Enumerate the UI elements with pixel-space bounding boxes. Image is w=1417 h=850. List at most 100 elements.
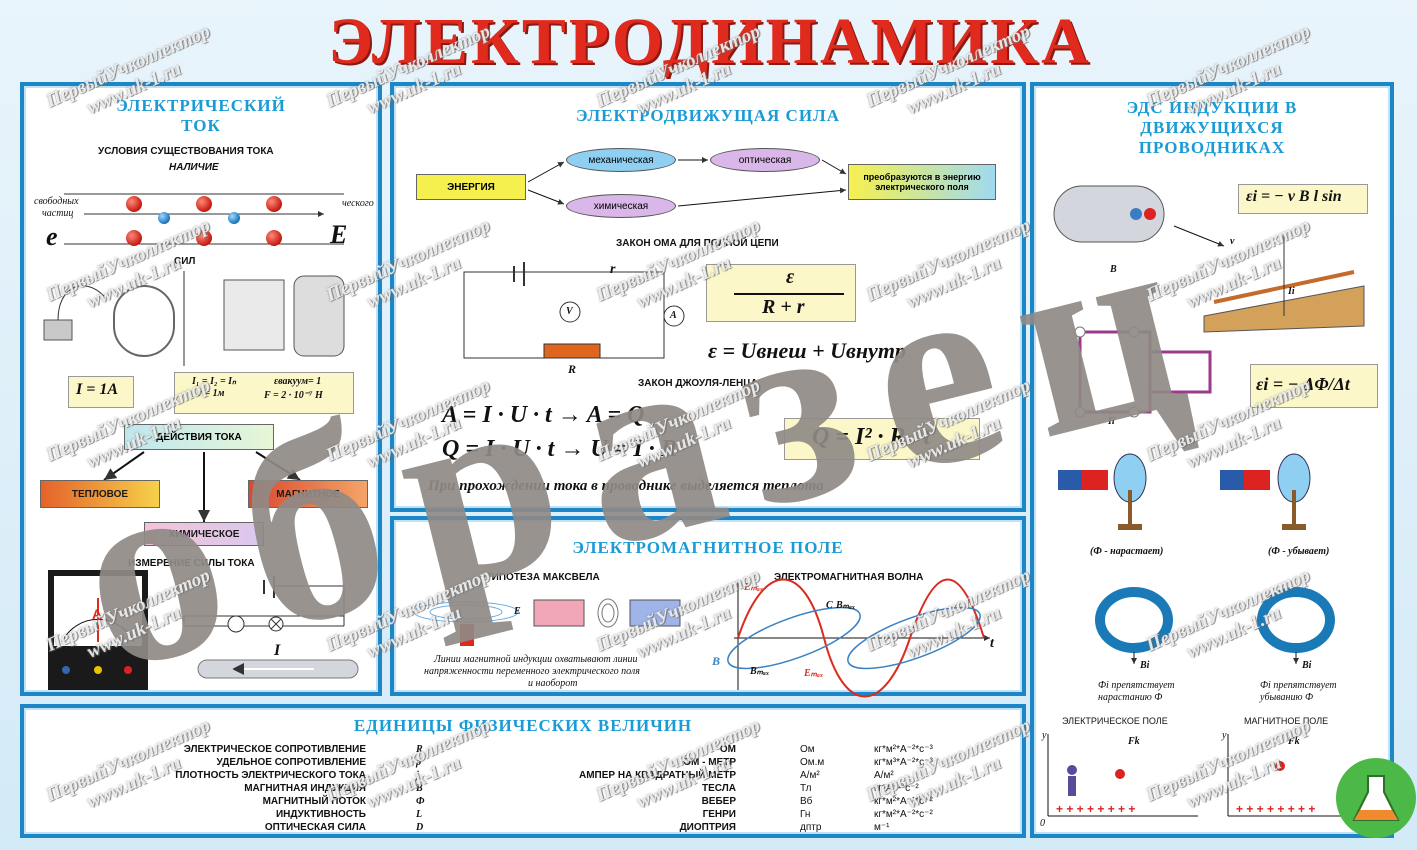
presence-label: НАЛИЧИЕ (169, 162, 219, 173)
maxwell-diagram (413, 598, 681, 646)
maxwell-E-label: E (514, 606, 521, 617)
wave-Emax-top: Eₘₐₓ (744, 582, 764, 593)
units-symbol-cell: L (416, 809, 423, 820)
wave-Emax-bottom: Eₘₐₓ (804, 668, 824, 679)
ammeter-diagram (48, 570, 359, 690)
joule-result-box (784, 418, 980, 460)
axis-y-right: y (1222, 730, 1227, 741)
particles-diagram (64, 193, 344, 246)
units-si-cell: м⁻¹ (874, 822, 890, 833)
prevents-fall-1: Фi препятствует (1260, 680, 1337, 691)
battery-circuits (43, 271, 345, 366)
force-partial-label: СИЛ (174, 256, 196, 267)
axis-y-left: y (1042, 730, 1047, 741)
resistor-R-label: R (568, 362, 577, 376)
internal-r-label: r (610, 262, 616, 277)
units-quantity-cell: ПЛОТНОСТЬ ЭЛЕКТРИЧЕСКОГО ТОКА (175, 770, 366, 781)
joule-heading: ЗАКОН ДЖОУЛЯ-ЛЕНЦА (638, 378, 758, 389)
units-si-cell: А/м² (874, 770, 894, 781)
ohm-law-heading: ЗАКОН ОМА ДЛЯ ПОЛНОЙ ЦЕПИ (616, 238, 779, 249)
joule-conclusion: При прохождении тока в проводнике выделя… (428, 478, 824, 494)
panel-em-field: ЭЛЕКТРОМАГНИТНОЕ ПОЛЕ ГИПОТЕЗА МАКСВЕЛА … (390, 516, 1026, 698)
magnetic-field-heading: МАГНИТНОЕ ПОЛЕ (1244, 716, 1329, 726)
field-plus-row-left: + + + + + + + + (1056, 802, 1136, 816)
em-wave-diagram (727, 578, 990, 698)
field-plus-row-right: + + + + + + + + (1236, 802, 1316, 816)
loop-current-label: Ii (1108, 416, 1115, 427)
prevents-growth-1: Фi препятствует (1098, 680, 1175, 691)
coil-Bi-right: Bi (1302, 660, 1312, 671)
thermal-action-box: ТЕПЛОВОЕ (40, 480, 160, 508)
induction-title-line3: ПРОВОДНИКАХ (1138, 138, 1286, 157)
fk-right: Fk (1288, 736, 1300, 747)
current-title-line2: ТОК (181, 116, 221, 135)
conditions-heading: УСЛОВИЯ СУЩЕСТВОВАНИЯ ТОКА (98, 146, 274, 157)
wave-C: C (826, 600, 833, 611)
wave-B: B (712, 654, 721, 668)
ammeter-letter: A (92, 606, 103, 622)
axis-zero: 0 (1040, 818, 1045, 829)
maxwell-caption-3: и наоборот (528, 678, 578, 689)
units-si-cell: кг*м²*А⁻²*с⁻³ (874, 744, 933, 755)
units-symbol-cell: B (416, 783, 423, 794)
induction-formula-box-1 (1238, 184, 1368, 214)
flux-growing-label: (Ф - нарастает) (1090, 546, 1164, 557)
chemical-oval: химическая (566, 194, 676, 218)
units-symbol-cell: R (416, 744, 423, 755)
prevents-fall-2: убыванию Ф (1260, 692, 1314, 703)
wave-Bmax-bottom: Bₘₐₓ (750, 666, 770, 677)
chemical-action-box: ХИМИЧЕСКОЕ (144, 522, 264, 546)
units-abbr-cell: Гн (800, 809, 811, 820)
coil-Bi-left: Bi (1140, 660, 1150, 671)
units-unit-cell: ДИОПТРИЯ (679, 822, 736, 833)
units-si-cell: кг*А⁻¹*с⁻² (874, 783, 919, 794)
transform-line1: преобразуются в энергию (863, 172, 981, 182)
units-quantity-cell: ИНДУКТИВНОСТЬ (275, 809, 366, 820)
induction-title-line2: ДВИЖУЩИХСЯ (1140, 118, 1284, 137)
units-unit-cell: ОМ - МЕТР (683, 757, 736, 768)
formula-epsilon-vacuum: εвакуум= 1 (274, 376, 322, 387)
units-quantity-cell: МАГНИТНЫЙ ПОТОК (262, 796, 366, 807)
electric-partial-label: ческого (342, 198, 374, 209)
transform-box: преобразуются в энергию электрического п… (848, 164, 996, 200)
magnetic-action-box: МАГНИТНОЕ (248, 480, 368, 508)
induced-current-label: Ii (1288, 286, 1295, 297)
energy-arrows (527, 157, 847, 207)
formula-series-currents: I₁ = I₂ = Iₙ (192, 376, 237, 387)
panel-units: ЕДИНИЦЫ ФИЗИЧЕСКИХ ВЕЛИЧИН ЭЛЕКТРИЧЕСКОЕ… (20, 704, 1026, 838)
em-field-title: ЭЛЕКТРОМАГНИТНОЕ ПОЛЕ (572, 538, 844, 557)
units-quantity-cell: УДЕЛЬНОЕ СОПРОТИВЛЕНИЕ (216, 757, 366, 768)
units-quantity-cell: ЭЛЕКТРИЧЕСКОЕ СОПРОТИВЛЕНИЕ (183, 744, 366, 755)
units-abbr-cell: Тл (800, 783, 812, 794)
fk-left: Fk (1128, 736, 1140, 747)
field-B-label: B (1110, 264, 1117, 275)
current-title-line1: ЭЛЕКТРИЧЕСКИЙ (116, 96, 286, 115)
symbol-e: e (46, 222, 58, 251)
optical-oval: оптическая (710, 148, 820, 172)
units-quantity-cell: МАГНИТНАЯ ИНДУКЦИЯ (244, 783, 366, 794)
moving-conductor-diagram (1053, 185, 1365, 333)
induction-formula-1: εi = − v B l sin (1246, 188, 1342, 205)
panel-electric-current: ЭЛЕКТРИЧЕСКИЙ ТОК УСЛОВИЯ СУЩЕСТВОВАНИЯ … (20, 82, 382, 696)
units-si-cell: кг*м³*А⁻²*с⁻³ (874, 757, 933, 768)
em-wave-heading: ЭЛЕКТРОМАГНИТНАЯ ВОЛНА (774, 572, 924, 583)
flask-icon (1352, 775, 1400, 821)
wave-Bmax-top: Bₘₐₓ (836, 600, 856, 611)
units-abbr-cell: Ом.м (800, 757, 825, 768)
current-symbol-I: I (274, 642, 281, 659)
maxwell-caption-1: Линии магнитной индукции охватывают лини… (434, 654, 638, 665)
loop-diagram (1074, 326, 1212, 418)
flask-logo (1336, 758, 1416, 838)
units-symbol-cell: j (416, 770, 419, 781)
velocity-label: v (1230, 236, 1235, 247)
units-title: ЕДИНИЦЫ ФИЗИЧЕСКИХ ВЕЛИЧИН (353, 716, 693, 735)
maxwell-caption-2: напряженности переменного электрического… (424, 666, 640, 677)
electric-field-heading: ЭЛЕКТРИЧЕСКОЕ ПОЛЕ (1062, 716, 1168, 726)
free-label-2: частиц (42, 208, 74, 219)
induction-formula-box-2 (1250, 364, 1378, 408)
prevents-growth-2: нарастанию Ф (1098, 692, 1163, 703)
units-abbr-cell: А/м² (800, 770, 820, 781)
heat-equation: Q = I · U · t → U = I · R (442, 436, 677, 462)
units-si-cell: кг*м²*А⁻¹*с⁻² (874, 796, 933, 807)
